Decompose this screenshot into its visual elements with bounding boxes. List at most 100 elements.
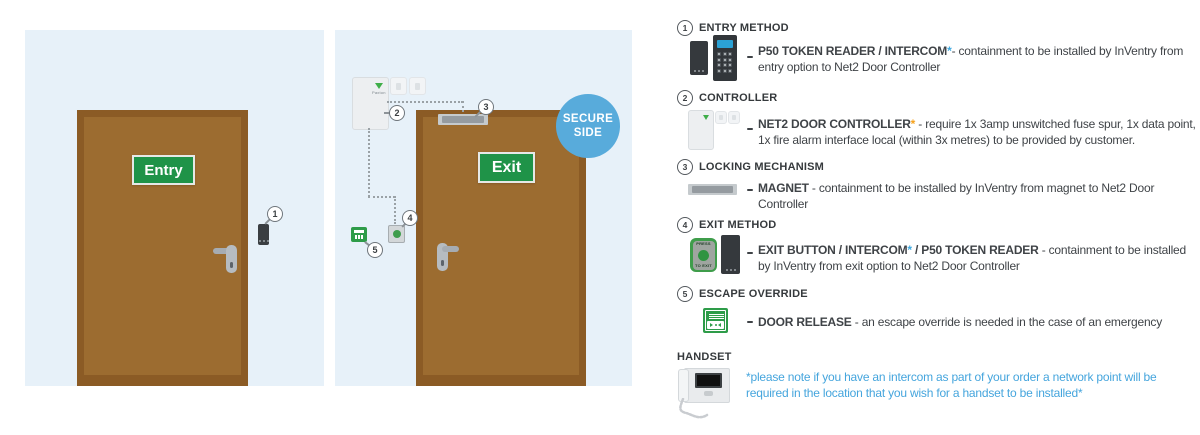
p50-reader-icon (721, 235, 740, 274)
legend-dash-3 (747, 189, 753, 191)
legend-heading-controller: 2 CONTROLLER (677, 90, 777, 106)
device-name-4b: / P50 TOKEN READER (911, 243, 1039, 257)
balloon-4-number: 4 (407, 213, 413, 223)
legend-number-2: 2 (677, 90, 693, 106)
handset-speaker-icon (704, 391, 713, 396)
paxton-logo-label: Paxton (372, 90, 386, 95)
balloon-1-number: 1 (272, 209, 278, 219)
device-desc-2: - require 1x 3amp unswitched fuse spur, … (758, 117, 1196, 147)
magnet-bar-icon (442, 116, 484, 123)
exit-door-keyhole-icon (441, 260, 444, 266)
exit-panel: Exit Paxton (335, 30, 632, 386)
balloon-5-number: 5 (372, 245, 378, 255)
legend-heading-entry-method: 1 ENTRY METHOD (677, 20, 789, 36)
to-exit-label: TO EXIT (695, 263, 712, 268)
exit-button-dot-icon (698, 249, 709, 261)
balloon-2: 2 (389, 105, 405, 121)
asterisk-blue-1: * (947, 44, 952, 58)
exit-button-icon (388, 225, 405, 243)
device-desc-5: - an escape override is needed in the ca… (851, 315, 1163, 329)
secure-side-line1: SECURE (562, 113, 614, 125)
legend-item-3-text: MAGNET - containment to be installed by … (758, 181, 1198, 212)
cable-controller-down (368, 128, 370, 197)
secure-side-line2: SIDE (573, 127, 603, 139)
legend-dash-5 (747, 321, 753, 323)
device-desc-1: - containment to be installed by InVentr… (758, 44, 1184, 74)
magnet-bar-icon (692, 186, 733, 193)
exit-sign-label: Exit (491, 158, 522, 176)
module-icon (409, 77, 426, 95)
module-icon (728, 111, 740, 124)
p50-reader-icon (690, 41, 708, 75)
cable-to-exit-button (394, 196, 396, 224)
device-name-3: MAGNET (758, 181, 809, 195)
legend-dash-1 (747, 56, 753, 58)
legend-title-exit-method: EXIT METHOD (699, 219, 777, 231)
legend-item-1-text: P50 TOKEN READER / INTERCOM*- containmen… (758, 44, 1198, 75)
press-to-exit-button-icon: PRESS TO EXIT (690, 238, 717, 272)
module-icon (390, 77, 407, 95)
balloon-5: 5 (367, 242, 383, 258)
legend-number-5: 5 (677, 286, 693, 302)
press-label: PRESS (696, 241, 711, 246)
legend-heading-escape-override: 5 ESCAPE OVERRIDE (677, 286, 808, 302)
exit-door-handle-plate-icon (437, 243, 448, 271)
exit-door: Exit (416, 110, 586, 386)
entry-sign: Entry (132, 155, 195, 185)
door-release-icon (351, 227, 367, 242)
legend-number-3: 3 (677, 159, 693, 175)
balloon-2-connector (384, 112, 390, 114)
legend-heading-locking-mechanism: 3 LOCKING MECHANISM (677, 159, 824, 175)
cable-controller-to-magnet-v (462, 101, 464, 112)
exit-sign: Exit (478, 152, 535, 183)
legend-title-entry-method: ENTRY METHOD (699, 22, 789, 34)
intercom-network-note: *please note if you have an intercom as … (746, 370, 1157, 400)
device-name-5: DOOR RELEASE (758, 315, 852, 329)
legend-heading-exit-method: 4 EXIT METHOD (677, 217, 776, 233)
device-name-1: P50 TOKEN READER / INTERCOM (758, 44, 948, 58)
door-release-legend-icon (703, 308, 728, 333)
balloon-1: 1 (267, 206, 283, 222)
balloon-3-number: 3 (483, 102, 489, 112)
controller-legend-icon (688, 110, 714, 150)
balloon-4: 4 (402, 210, 418, 226)
device-name-4a: EXIT BUTTON / INTERCOM (758, 243, 908, 257)
device-desc-4: - containment to be installed by InVentr… (758, 243, 1186, 273)
cable-run-right (368, 196, 395, 198)
entry-door: Entry (77, 110, 248, 386)
entry-door-keyhole-icon (230, 262, 233, 268)
balloon-2-number: 2 (394, 108, 400, 118)
legend-item-4-text: EXIT BUTTON / INTERCOM* / P50 TOKEN READ… (758, 243, 1198, 274)
balloon-3: 3 (478, 99, 494, 115)
module-icon (715, 111, 727, 124)
legend-title-handset: HANDSET (677, 351, 732, 363)
legend-dash-4 (747, 252, 753, 254)
legend-title-escape-override: ESCAPE OVERRIDE (699, 288, 808, 300)
handset-icon (684, 368, 730, 403)
door-release-arrows-icon (707, 321, 724, 329)
entry-token-reader-icon (258, 224, 269, 245)
entry-door-handle-lever-icon (213, 248, 230, 254)
asterisk-blue-4: * (907, 243, 912, 257)
device-name-2: NET2 DOOR CONTROLLER (758, 117, 911, 131)
entry-sign-label: Entry (144, 161, 183, 179)
asterisk-orange-2: * (910, 117, 916, 131)
legend-number-4: 4 (677, 217, 693, 233)
paxton-logo-icon (703, 115, 709, 120)
legend-number-1: 1 (677, 20, 693, 36)
legend-item-5-text: DOOR RELEASE - an escape override is nee… (758, 315, 1198, 331)
legend-item-2-text: NET2 DOOR CONTROLLER* - require 1x 3amp … (758, 117, 1198, 148)
handset-cord-icon (679, 398, 709, 419)
entry-door-handle-plate-icon (226, 245, 237, 273)
intercom-icon (713, 35, 737, 81)
device-desc-3: - containment to be installed by InVentr… (758, 181, 1155, 211)
cable-controller-to-magnet-h (387, 101, 463, 103)
handset-receiver-icon (678, 369, 689, 402)
handset-screen-icon (695, 373, 722, 388)
legend-heading-handset: HANDSET (677, 351, 732, 363)
exit-door-handle-lever-icon (442, 246, 459, 252)
secure-side-badge: SECURE SIDE (556, 94, 620, 158)
intercom-screen-icon (717, 40, 733, 48)
paxton-logo-icon (375, 83, 383, 89)
